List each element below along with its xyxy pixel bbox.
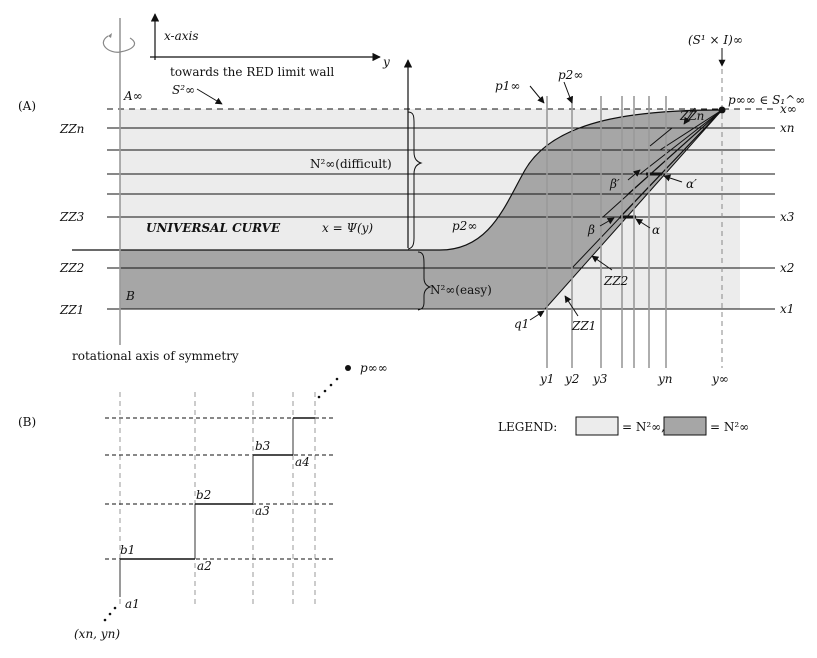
b3-label: b3: [255, 439, 271, 453]
panel-a: (A) x-axis y towards the RED limit wall …: [18, 13, 805, 386]
alpha-prime-label: α′: [686, 177, 697, 191]
q1-label: q1: [514, 317, 529, 331]
y-lines: [546, 96, 667, 368]
n-difficult-label: N²∞(difficult): [310, 157, 392, 171]
x1-label: x1: [780, 302, 794, 316]
zz3-left-label: ZZ3: [59, 210, 85, 224]
beta-prime-pointer: [627, 169, 641, 181]
yn-label: yn: [657, 372, 673, 386]
alpha-label: α: [652, 223, 660, 237]
zzn-left-label: ZZn: [59, 122, 84, 136]
p2inf-pointer: [563, 81, 574, 104]
zzn-arrow-label: ZZn: [679, 109, 704, 123]
zzn-left-pointer: [649, 127, 673, 147]
y3-label: y3: [592, 372, 608, 386]
zz2-arrow-label: ZZ2: [603, 274, 628, 288]
x-axis-label: x-axis: [164, 29, 199, 43]
y2-label: y2: [564, 372, 579, 386]
alpha-prime-pointer: [663, 174, 683, 183]
panel-b: (B) p∞∞ (xn, yn) a1 a2 a3 a4 b1 b2 b3: [18, 361, 388, 641]
p-infinf-b-point: [345, 365, 351, 371]
universal-curve-label: UNIVERSAL CURVE: [146, 221, 281, 235]
x3-label: x3: [780, 210, 795, 224]
zz1-left-label: ZZ1: [59, 303, 84, 317]
b1-label: b1: [120, 543, 135, 557]
y1-label: y1: [539, 372, 554, 386]
zzn-pointer: [683, 107, 696, 125]
zz2-pointer: [591, 255, 613, 271]
a3-label: a3: [255, 504, 270, 518]
x2-label: x2: [780, 261, 794, 275]
s2-inf-label: S²∞: [172, 83, 195, 97]
a2-label: a2: [197, 559, 212, 573]
universal-curve: [72, 109, 723, 251]
universal-curve-formula: x = Ψ(y): [322, 221, 373, 235]
a1-label: a1: [125, 597, 140, 611]
brace-easy: [417, 251, 432, 311]
p2inf-label: p2∞: [558, 68, 583, 82]
p1inf-label: p1∞: [495, 79, 520, 93]
legend-dark-swatch: [663, 416, 707, 436]
beta-label: β: [587, 223, 595, 237]
xn-label: xn: [780, 121, 795, 135]
p-infinf-point: [718, 106, 726, 114]
zz1-arrow-label: ZZ1: [571, 319, 596, 333]
q1-pointer: [529, 310, 545, 321]
p-infinf-b-label: p∞∞: [360, 361, 388, 375]
a4-label: a4: [295, 455, 310, 469]
legend: LEGEND: = N²∞, = N²∞: [498, 416, 749, 436]
legend-dark-text: = N²∞: [710, 420, 749, 434]
rotational-axis-label: rotational axis of symmetry: [72, 349, 239, 363]
beta-pointer: [599, 217, 615, 227]
zz2-left-label: ZZ2: [59, 261, 84, 275]
legend-light-text: = N²∞,: [622, 420, 665, 434]
b2-label: b2: [196, 488, 211, 502]
zz1-pointer: [564, 295, 579, 317]
alpha-pointer: [635, 218, 651, 229]
panel-a-label: (A): [18, 99, 36, 113]
b-label: B: [125, 289, 135, 303]
rotation-arrow-icon: [102, 35, 135, 53]
a-inf-label: A∞: [123, 89, 143, 103]
y-inf-label: y∞: [711, 372, 729, 386]
p2inf-inner-label: p2∞: [452, 219, 477, 233]
y-axis-label: y: [382, 55, 390, 69]
xn-yn-label: (xn, yn): [74, 627, 120, 641]
p-infinf-label: p∞∞ ∈ S₁^∞: [728, 93, 805, 107]
towards-label: towards the RED limit wall: [170, 65, 334, 79]
legend-title: LEGEND:: [498, 420, 557, 434]
p1inf-pointer: [529, 85, 545, 104]
n-easy-label: N²∞(easy): [430, 283, 492, 297]
x-inf-label: x∞: [780, 102, 797, 116]
beta-prime-label: β′: [609, 177, 620, 191]
s2inf-pointer: [196, 88, 223, 105]
panel-b-label: (B): [18, 415, 36, 429]
brace-difficult: [407, 111, 423, 250]
legend-light-swatch: [575, 416, 619, 436]
s1xi-label: (S¹ × I)∞: [688, 33, 743, 47]
